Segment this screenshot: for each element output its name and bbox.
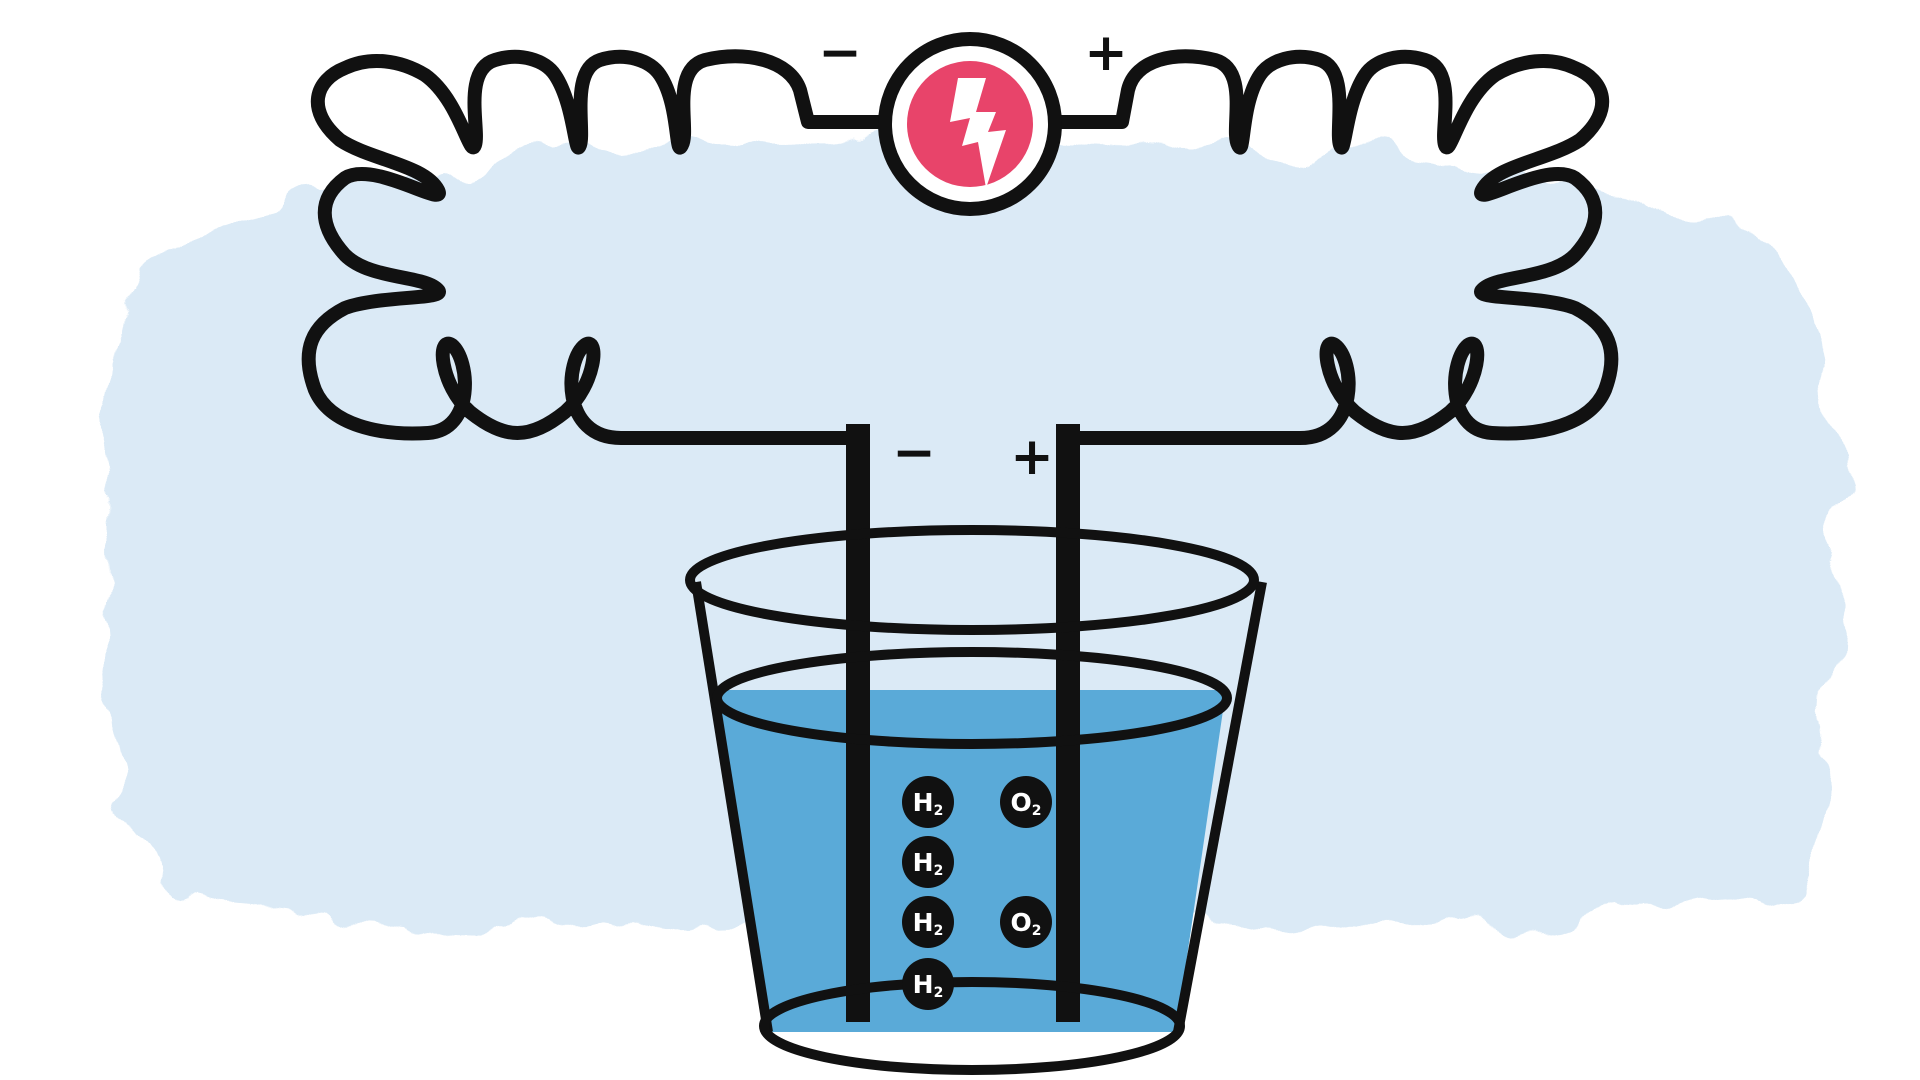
hydrogen-molecule-label: H2	[913, 848, 944, 879]
wire-left	[301, 49, 891, 445]
hydrogen-molecule-label: H2	[913, 788, 944, 819]
oxygen-molecule-label: O2	[1010, 908, 1041, 939]
oxygen-molecule-label: O2	[1010, 788, 1041, 819]
cathode-electrode	[846, 424, 870, 1022]
hydrogen-molecule-circle	[902, 896, 954, 948]
anode-electrode	[1056, 424, 1080, 1022]
cathode-label: −	[892, 423, 936, 483]
anode-label: +	[1010, 427, 1054, 487]
oxygen-molecule: O2	[1000, 776, 1052, 828]
oxygen-molecule-circle	[1000, 896, 1052, 948]
water	[718, 690, 1226, 1032]
hydrogen-molecule-circle	[902, 836, 954, 888]
oxygen-molecule: O2	[1000, 896, 1052, 948]
hydrogen-molecule-label: H2	[913, 908, 944, 939]
hydrogen-molecule-label: H2	[913, 970, 944, 1001]
hydrogen-molecule-circle	[902, 776, 954, 828]
wire-right	[1049, 49, 1619, 445]
power-positive-label: +	[1084, 23, 1128, 83]
hydrogen-molecule: H2	[902, 896, 954, 948]
beaker	[685, 525, 1267, 1075]
hydrogen-molecule: H2	[902, 836, 954, 888]
oxygen-molecule-circle	[1000, 776, 1052, 828]
hydrogen-molecule-circle	[902, 958, 954, 1010]
hydrogen-molecule: H2	[902, 958, 954, 1010]
power-negative-label: −	[818, 23, 862, 83]
power-source	[878, 32, 1062, 216]
lightning-bolt-icon	[950, 78, 1006, 188]
hydrogen-molecule: H2	[902, 776, 954, 828]
